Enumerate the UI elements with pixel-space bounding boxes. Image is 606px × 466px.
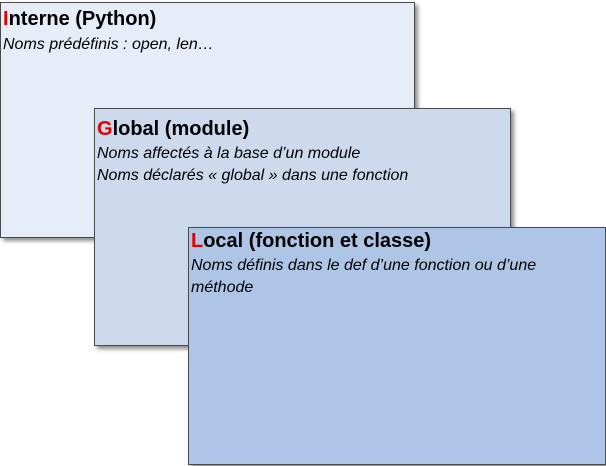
- scope-description-line: Noms définis dans le def d’une fonction …: [191, 257, 537, 274]
- scope-box-local: Local (fonction et classe) Noms définis …: [188, 227, 606, 465]
- scope-initial-interne: I: [3, 8, 9, 30]
- scope-initial-local: L: [191, 230, 204, 252]
- scope-title-interne: Interne (Python): [3, 7, 156, 31]
- scope-title-rest-local: ocal (fonction et classe): [203, 230, 432, 252]
- scope-title-local: Local (fonction et classe): [191, 229, 431, 253]
- scope-description-interne: Noms prédéfinis : open, len…: [3, 34, 214, 56]
- scope-description-line: méthode: [191, 279, 254, 296]
- scope-description-line: Noms déclarés « global » dans une foncti…: [97, 167, 409, 184]
- scope-description-global: Noms affectés à la base d’un module Noms…: [97, 143, 408, 187]
- scope-description-line: Noms affectés à la base d’un module: [97, 145, 361, 162]
- scope-description-local: Noms définis dans le def d’une fonction …: [191, 255, 536, 299]
- scope-title-global: Global (module): [97, 117, 249, 141]
- scope-description-line: Noms prédéfinis : open, len…: [3, 36, 214, 53]
- scope-title-rest-interne: nterne (Python): [8, 8, 157, 30]
- scope-initial-global: G: [97, 118, 113, 140]
- scope-title-rest-global: lobal (module): [112, 118, 250, 140]
